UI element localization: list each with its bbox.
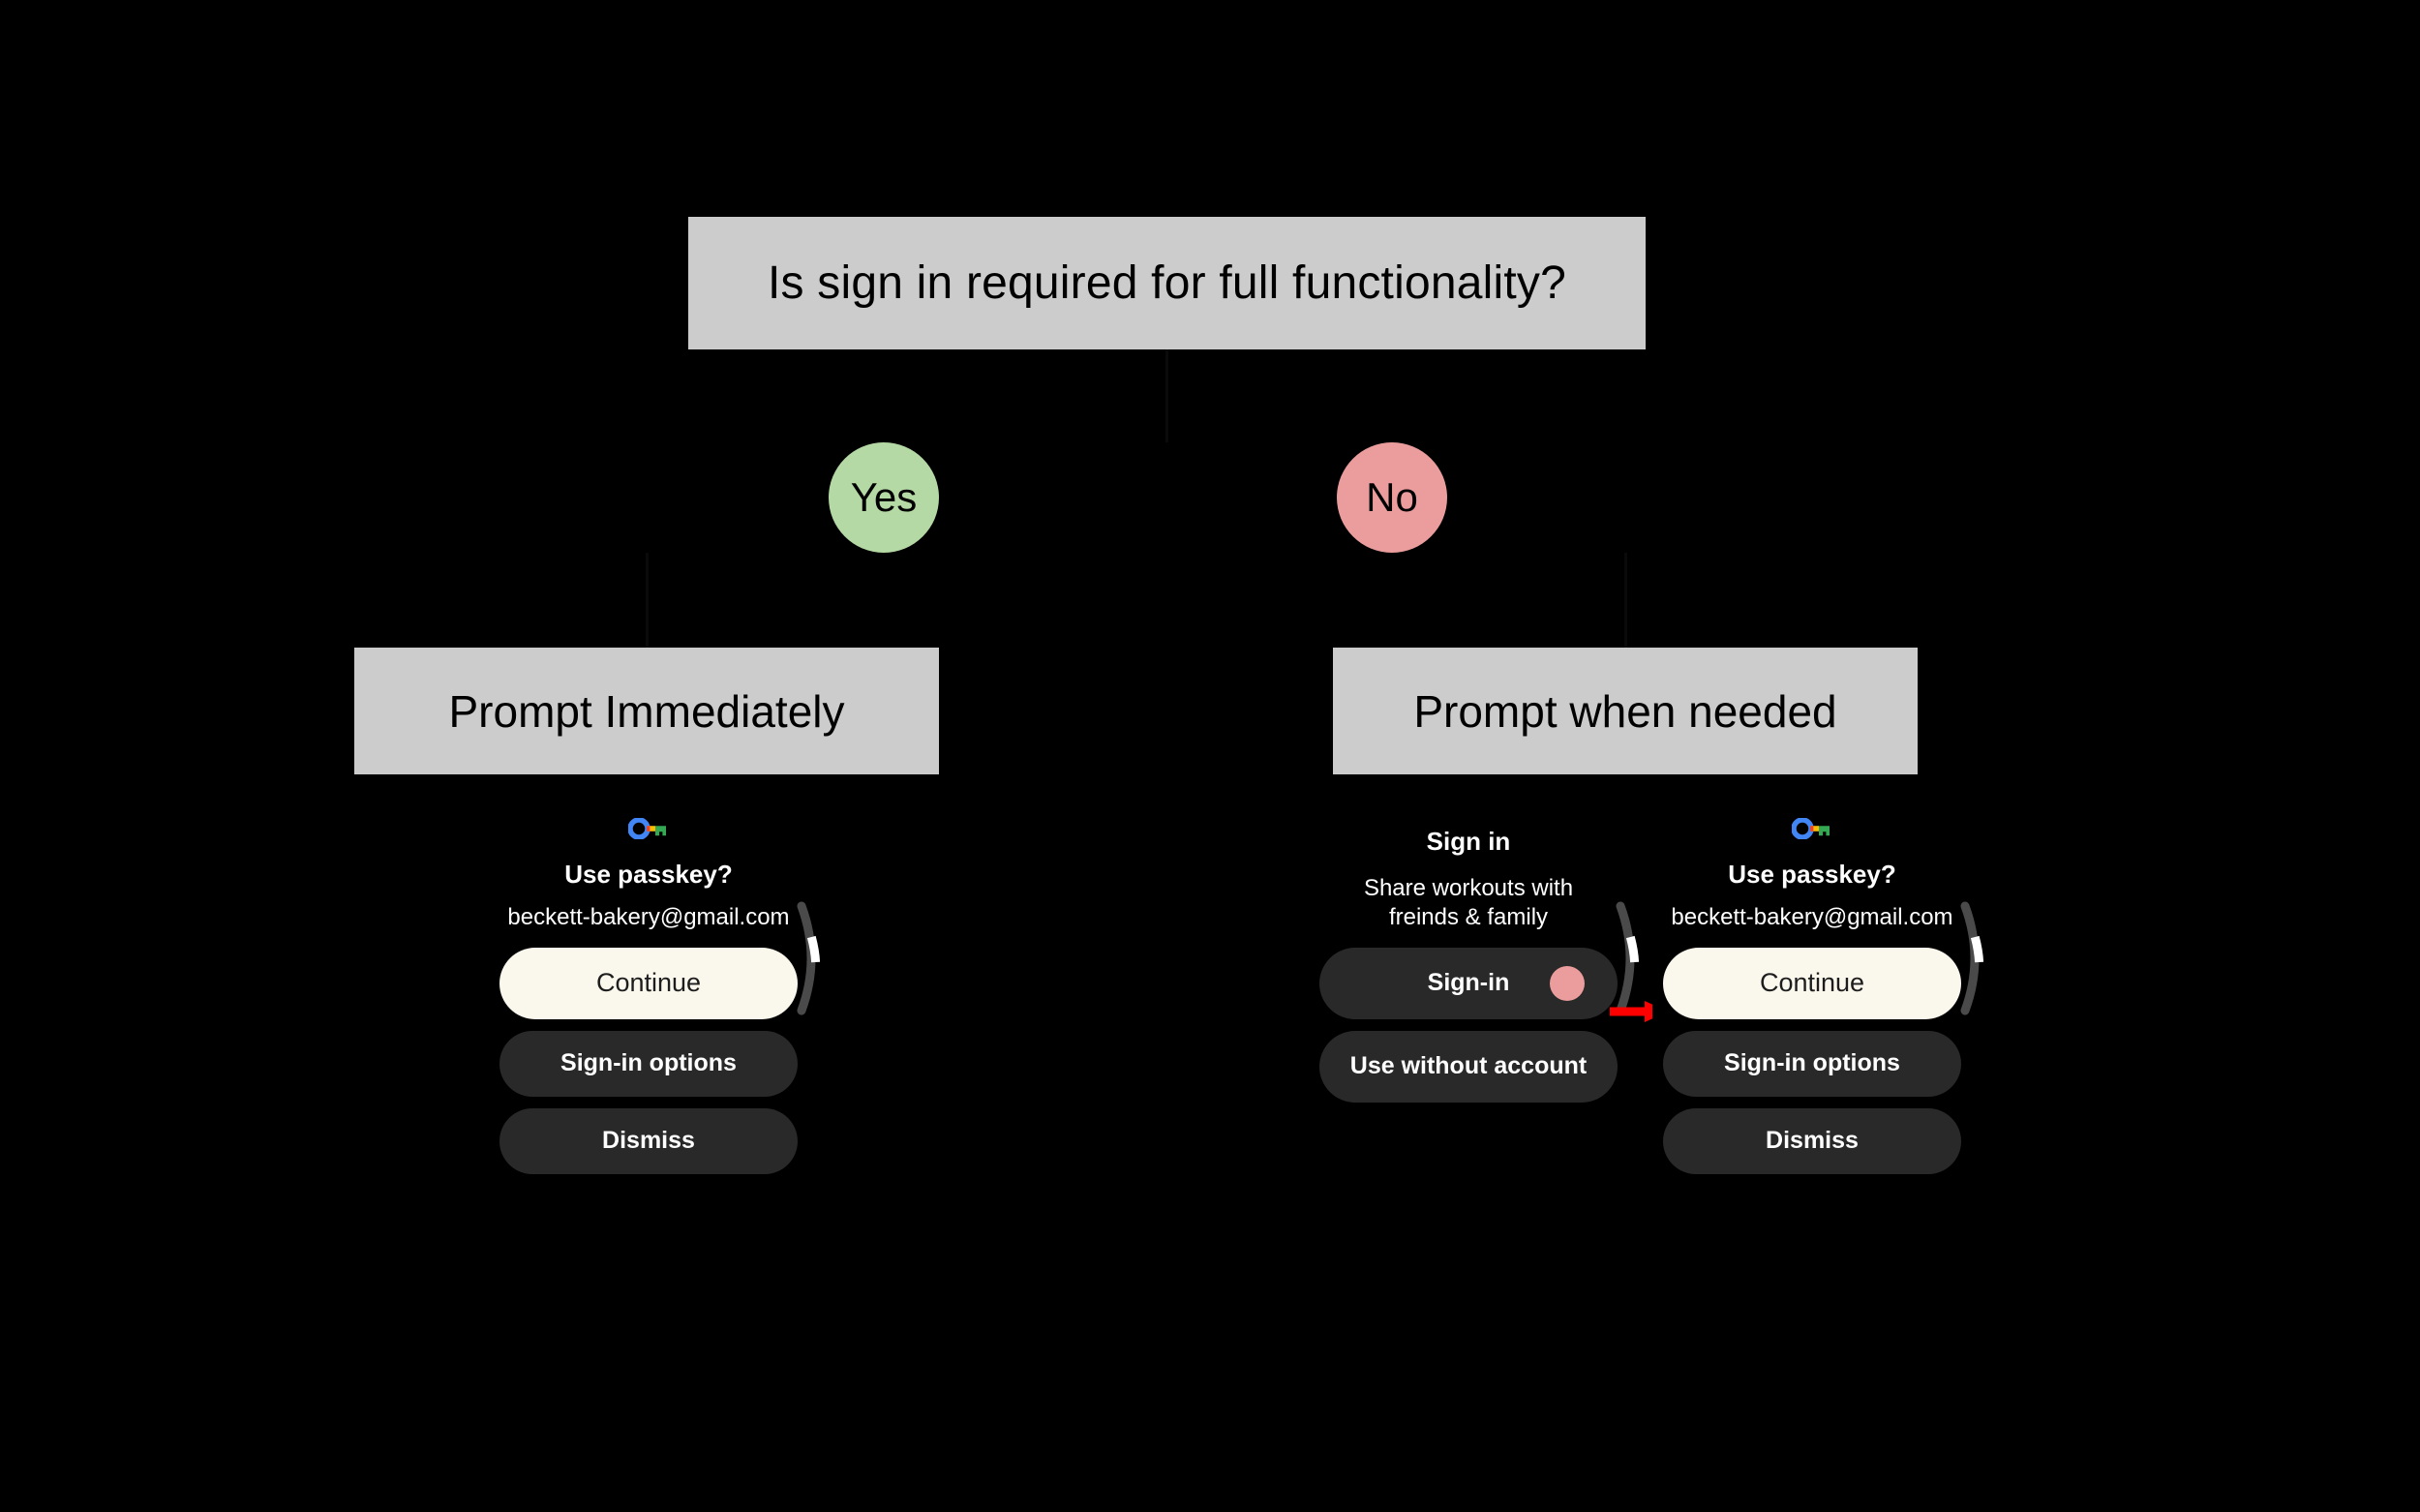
continue-button-label: Continue: [595, 967, 702, 997]
watch-mockup-right: Use passkey? beckett-bakery@gmail.com Co…: [1652, 818, 1972, 1186]
sign-in-options-button[interactable]: Sign-in options: [1663, 1030, 1961, 1097]
continue-button[interactable]: Continue: [1663, 947, 1961, 1019]
watch-mockup-middle: Sign in Share workouts with freinds & fa…: [1309, 818, 1628, 1114]
sign-in-status-dot: [1550, 965, 1585, 1001]
branch-box-prompt-when-needed: Prompt when needed: [1333, 648, 1918, 774]
decision-box: Is sign in required for full functionali…: [688, 217, 1646, 349]
connector-yes-to-box: [646, 553, 649, 648]
sign-in-options-button[interactable]: Sign-in options: [499, 1030, 798, 1097]
google-passkey-icon: [1792, 818, 1830, 839]
use-without-account-button[interactable]: Use without account: [1319, 1030, 1618, 1103]
connector-no-to-box: [1624, 553, 1627, 648]
decision-box-label: Is sign in required for full functionali…: [767, 257, 1567, 309]
branch-box-no-label: Prompt when needed: [1413, 685, 1837, 737]
dismiss-button[interactable]: Dismiss: [499, 1107, 798, 1174]
branch-box-yes-label: Prompt Immediately: [448, 685, 845, 737]
sign-in-options-button-label: Sign-in options: [560, 1049, 737, 1077]
use-without-account-button-label: Use without account: [1349, 1052, 1588, 1080]
dismiss-button-label: Dismiss: [602, 1127, 695, 1155]
google-passkey-icon: [628, 818, 666, 839]
dismiss-button[interactable]: Dismiss: [1663, 1107, 1961, 1174]
watch-mid-title: Sign in: [1426, 827, 1511, 856]
branch-chip-yes: Yes: [829, 442, 939, 553]
sign-in-button[interactable]: Sign-in: [1319, 947, 1618, 1019]
watch-left-title: Use passkey?: [564, 860, 733, 889]
branch-chip-no-label: No: [1366, 474, 1418, 520]
sign-in-options-button-label: Sign-in options: [1724, 1049, 1900, 1077]
watch-mockup-left: Use passkey? beckett-bakery@gmail.com Co…: [489, 818, 808, 1186]
branch-box-prompt-immediately: Prompt Immediately: [354, 648, 939, 774]
watch-mid-subtitle: Share workouts with freinds & family: [1363, 874, 1574, 930]
connector-decision-to-yes: [1165, 349, 1168, 442]
branch-chip-yes-label: Yes: [850, 474, 918, 520]
connector-decision-to-no: [1165, 349, 1168, 353]
dismiss-button-label: Dismiss: [1766, 1127, 1859, 1155]
continue-button[interactable]: Continue: [499, 947, 798, 1019]
continue-button-label: Continue: [1759, 967, 1865, 997]
watch-right-title: Use passkey?: [1728, 860, 1896, 889]
branch-chip-no: No: [1337, 442, 1447, 553]
sign-in-button-label: Sign-in: [1427, 969, 1510, 997]
watch-left-subtitle: beckett-bakery@gmail.com: [507, 903, 790, 930]
watch-right-subtitle: beckett-bakery@gmail.com: [1671, 903, 1953, 930]
